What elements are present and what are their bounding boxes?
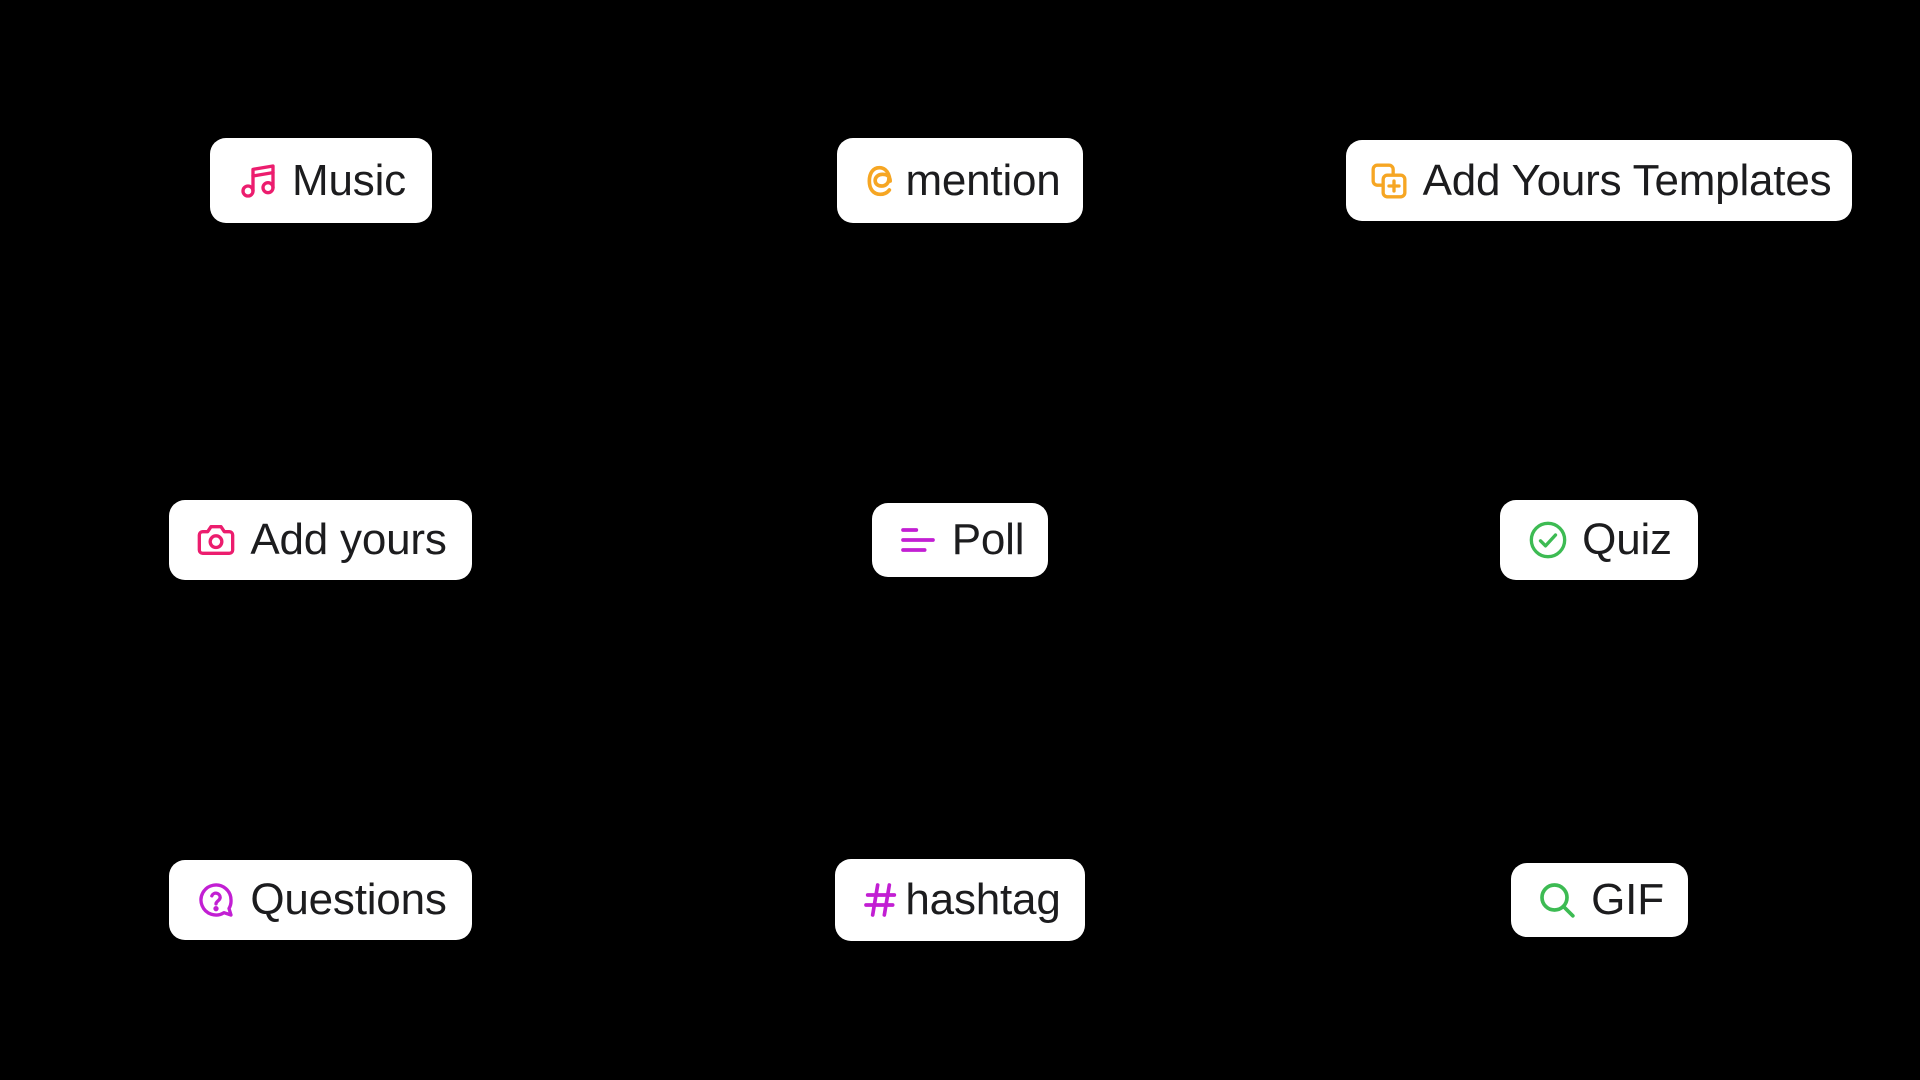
poll-bars-icon	[896, 518, 940, 562]
questions-sticker-button[interactable]: Questions	[169, 860, 472, 940]
camera-icon	[194, 518, 238, 562]
hash-icon	[859, 878, 903, 922]
poll-sticker-button[interactable]: Poll	[872, 503, 1048, 577]
at-sign-icon	[859, 159, 903, 203]
music-sticker-button[interactable]: Music	[210, 138, 432, 223]
add-yours-templates-sticker-label: Add Yours Templates	[1422, 155, 1832, 205]
add-yours-templates-sticker-button[interactable]: Add Yours Templates	[1346, 140, 1852, 221]
search-icon	[1535, 878, 1579, 922]
add-yours-sticker-label: Add yours	[250, 515, 447, 564]
question-bubble-icon	[194, 878, 238, 922]
hashtag-sticker-button[interactable]: hashtag	[835, 859, 1085, 941]
add-yours-sticker-button[interactable]: Add yours	[169, 500, 472, 580]
check-circle-icon	[1526, 518, 1570, 562]
gif-sticker-label: GIF	[1591, 875, 1664, 924]
quiz-sticker-label: Quiz	[1582, 515, 1672, 564]
mention-sticker-button[interactable]: mention	[837, 138, 1083, 223]
questions-sticker-label: Questions	[250, 875, 447, 924]
mention-sticker-label: mention	[905, 155, 1061, 205]
music-sticker-label: Music	[292, 155, 406, 205]
quiz-sticker-button[interactable]: Quiz	[1500, 500, 1698, 580]
hashtag-sticker-label: hashtag	[905, 875, 1061, 924]
music-note-icon	[236, 159, 280, 203]
poll-sticker-label: Poll	[951, 515, 1025, 564]
add-template-icon	[1367, 159, 1411, 203]
gif-sticker-button[interactable]: GIF	[1511, 863, 1688, 937]
